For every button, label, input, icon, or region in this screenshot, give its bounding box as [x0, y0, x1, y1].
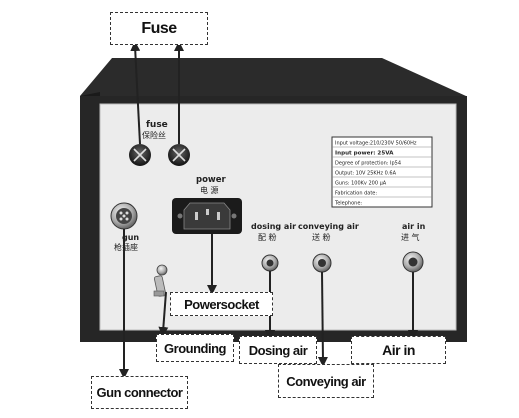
arrow-fuse-left	[130, 41, 141, 145]
air-in-label-cn: 进 气	[401, 232, 420, 242]
conveying-air-label: conveying air	[298, 222, 359, 231]
air-in-callout: Air in	[351, 336, 446, 364]
grounding-callout: Grounding	[156, 334, 234, 362]
air-in-fitting-icon	[402, 251, 424, 273]
power-socket-callout: Powersocket	[170, 292, 273, 316]
conveying-air-callout: Conveying air	[278, 364, 374, 398]
dosing-air-label-cn: 配 粉	[258, 232, 277, 242]
gun-label: gun	[122, 233, 139, 242]
fuse-label-cn: 保险丝	[142, 130, 166, 140]
power-label: power	[196, 175, 227, 185]
dosing-air-callout: Dosing air	[239, 336, 317, 364]
nameplate-row-fabrication: Fabrication date:	[335, 191, 377, 197]
arrow-conveying-air	[317, 271, 328, 367]
nameplate-row-telephone: Telephone:	[334, 201, 362, 207]
dosing-air-label: dosing air	[251, 222, 296, 231]
gun-connector-icon	[110, 202, 138, 230]
conveying-air-fitting-icon	[312, 253, 332, 273]
nameplate-row-voltage: Input voltage:210/230V 50/60Hz	[335, 141, 417, 147]
conveying-air-label-cn: 送 粉	[312, 232, 331, 242]
fuse-callout: Fuse	[110, 12, 208, 45]
nameplate-row-guns: Guns: 100Kv 200 μA	[335, 181, 387, 187]
fuse-holder-right	[168, 144, 190, 166]
nameplate: Input voltage:210/230V 50/60Hz Input pow…	[331, 136, 433, 208]
dosing-air-fitting-icon	[261, 254, 279, 272]
gun-connector-callout: Gun connector	[91, 376, 188, 409]
power-socket-icon	[172, 198, 242, 234]
nameplate-row-protection: Degree of protection: Ip54	[335, 161, 401, 167]
grounding-terminal-icon	[153, 264, 168, 297]
nameplate-border	[331, 136, 433, 208]
fuse-holder-left	[129, 144, 151, 166]
gun-label-cn: 枪插座	[114, 242, 138, 252]
power-label-cn: 电 源	[200, 185, 219, 195]
fuse-label: fuse	[146, 120, 168, 130]
nameplate-row-power: Input power: 25VA	[335, 151, 394, 157]
arrow-grounding	[158, 291, 169, 337]
air-in-label: air in	[402, 222, 426, 231]
nameplate-row-output: Output: 10V 25KHz 0.6A	[335, 171, 397, 177]
device-top-face	[80, 58, 466, 96]
